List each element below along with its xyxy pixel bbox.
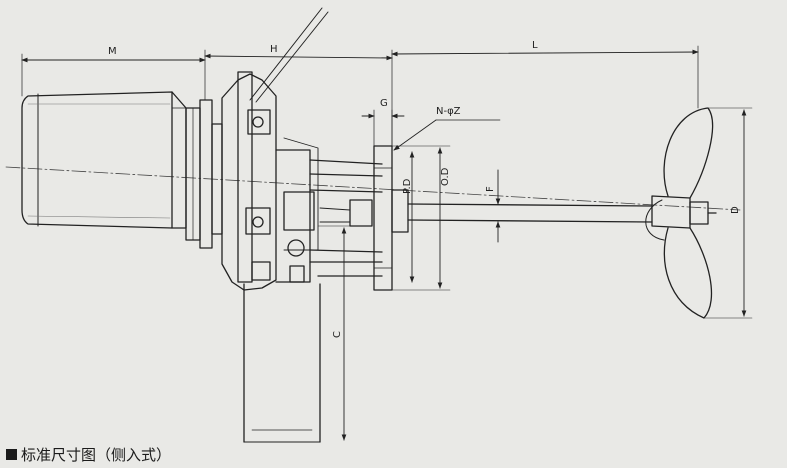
figure-caption: 标准尺寸图（侧入式） <box>6 444 171 465</box>
dim-label-h: H <box>270 44 278 55</box>
wall-flange <box>373 145 409 291</box>
support-frame <box>309 159 383 277</box>
dim-label-c: C <box>332 331 343 338</box>
propeller <box>645 107 717 319</box>
dim-label-l: L <box>532 40 538 51</box>
reducer-housing <box>221 71 319 291</box>
dim-label-f: F <box>485 186 496 192</box>
dim-label-holes: N-φZ <box>436 106 461 117</box>
center-line <box>5 166 741 211</box>
motor <box>21 91 187 229</box>
power-cable <box>249 7 329 103</box>
dim-label-od: O.D <box>440 167 451 186</box>
black-square-icon <box>6 449 17 460</box>
dim-label-d: D <box>730 206 741 214</box>
caption-text: 标准尺寸图（侧入式） <box>21 446 172 464</box>
dim-label-g: G <box>380 98 388 109</box>
mounting-stand <box>243 283 321 443</box>
dim-label-m: M <box>108 46 117 57</box>
dimension-lines <box>21 45 753 441</box>
motor-flange <box>185 99 223 249</box>
dim-label-pd: P.D <box>402 178 413 194</box>
mixer-shaft <box>407 203 653 223</box>
dimension-labels: M H L G N-φZ O.D P.D F D C <box>108 40 741 338</box>
